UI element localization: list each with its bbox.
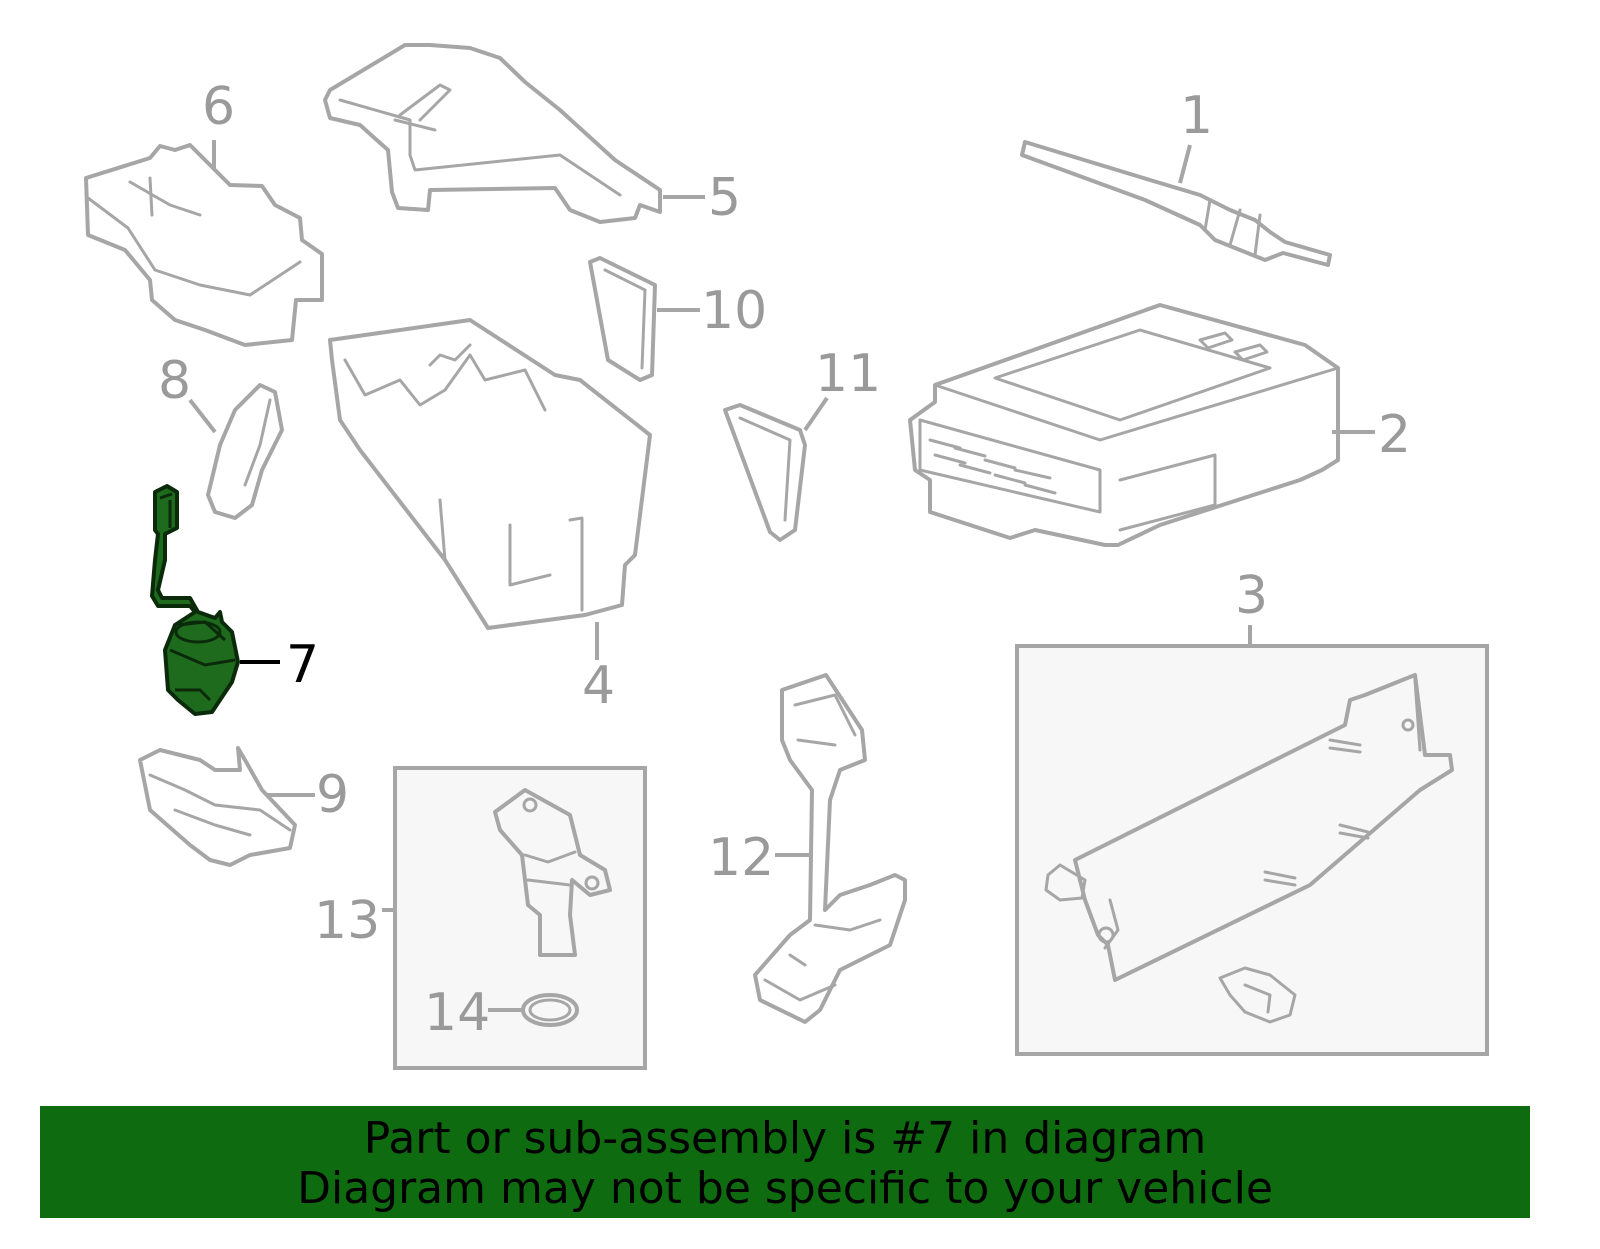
callout-2: 2: [1378, 405, 1411, 465]
part-5-upper-cover[interactable]: [323, 43, 662, 224]
callout-6: 6: [202, 77, 235, 137]
banner-line-2: Diagram may not be specific to your vehi…: [297, 1163, 1273, 1214]
callout-4: 4: [582, 656, 615, 716]
callout-8: 8: [158, 351, 191, 411]
part-11-pad[interactable]: [723, 403, 807, 542]
part-9-bracket[interactable]: [138, 746, 297, 867]
info-banner: Part or sub-assembly is #7 in diagram Di…: [40, 1106, 1530, 1218]
part-2-control-module[interactable]: [908, 303, 1340, 547]
callout-14: 14: [424, 983, 490, 1043]
callout-1: 1: [1180, 86, 1213, 146]
part-1-glow-plug[interactable]: [1020, 140, 1332, 267]
part-13-position-sensor[interactable]: [493, 788, 612, 957]
callout-13: 13: [314, 891, 380, 951]
callout-9: 9: [316, 765, 349, 825]
part-12-sensor[interactable]: [753, 673, 907, 1024]
leader-lines: [188, 140, 1375, 1012]
part-3-mount-bracket[interactable]: [1044, 673, 1454, 1024]
callout-5: 5: [708, 168, 741, 228]
part-10-wedge[interactable]: [588, 256, 657, 382]
part-14-o-ring[interactable]: [521, 993, 579, 1027]
box-13-kit: [393, 766, 647, 1070]
part-7-highlighted-sensor[interactable]: [150, 484, 240, 716]
part-8-panel[interactable]: [206, 383, 284, 520]
callout-11: 11: [815, 344, 881, 404]
callout-3: 3: [1235, 566, 1268, 626]
part-6-cover[interactable]: [84, 143, 324, 347]
callout-10: 10: [701, 281, 767, 341]
callout-7: 7: [286, 635, 319, 695]
part-4-fuse-box-base[interactable]: [328, 318, 652, 630]
banner-line-1: Part or sub-assembly is #7 in diagram: [363, 1113, 1207, 1164]
callout-12: 12: [708, 828, 774, 888]
